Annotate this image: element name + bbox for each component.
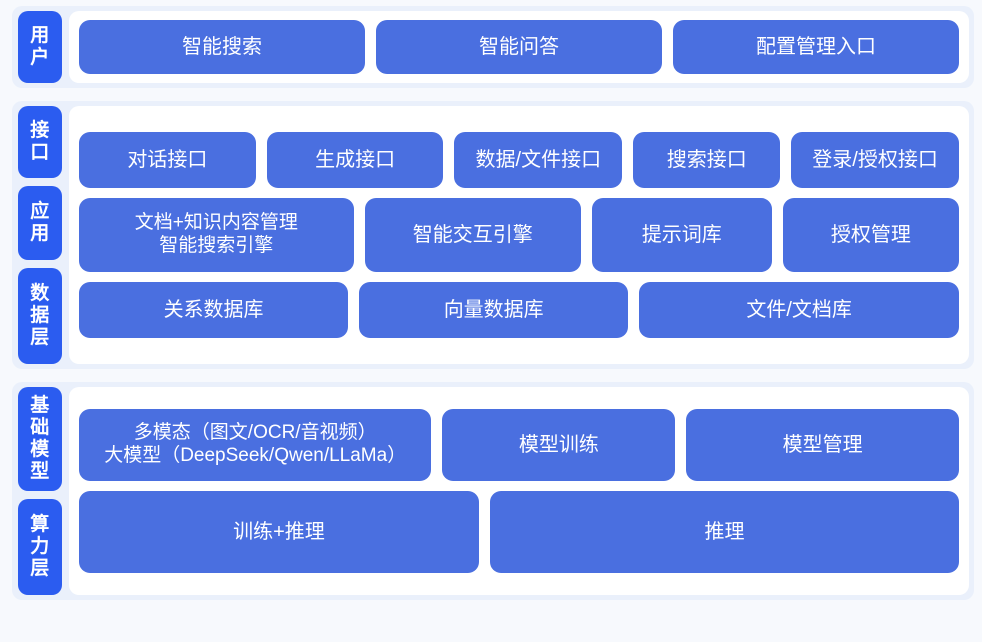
box-model-management[interactable]: 模型管理 [686, 409, 959, 481]
box-model-management-label: 模型管理 [782, 433, 863, 456]
card-platform: 对话接口 生成接口 数据/文件接口 搜索接口 登录/授权接口 文档+知识内容管理 [69, 106, 969, 364]
box-smart-interaction-engine-label: 智能交互引擎 [412, 223, 533, 246]
row-application: 文档+知识内容管理 智能搜索引擎 智能交互引擎 提示词库 授权管理 [79, 198, 959, 272]
box-inference[interactable]: 推理 [489, 491, 959, 573]
section-user: 用户 智能搜索 智能问答 配置管理入口 [12, 6, 974, 88]
layer-label-compute: 算力层 [18, 499, 62, 595]
box-config-management-entry-label: 配置管理入口 [756, 35, 876, 58]
box-relational-database-label: 关系数据库 [163, 298, 264, 321]
box-data-file-api[interactable]: 数据/文件接口 [454, 132, 623, 188]
label-column-user: 用户 [12, 6, 62, 88]
layer-label-user: 用户 [18, 11, 62, 83]
box-search-api-label: 搜索接口 [666, 148, 747, 171]
row-foundation-model: 多模态（图文/OCR/音视频） 大模型（DeepSeek/Qwen/LLaMa）… [79, 409, 959, 481]
row-compute: 训练+推理 推理 [79, 491, 959, 573]
box-config-management-entry[interactable]: 配置管理入口 [673, 20, 959, 74]
box-data-file-api-label: 数据/文件接口 [475, 148, 602, 171]
layer-label-application-text: 应用 [30, 200, 50, 244]
card-user: 智能搜索 智能问答 配置管理入口 [69, 11, 969, 83]
row-data: 关系数据库 向量数据库 文件/文档库 [79, 282, 959, 338]
box-login-auth-api-label: 登录/授权接口 [812, 148, 938, 171]
box-smart-search-label: 智能搜索 [182, 35, 262, 58]
box-authorization-management[interactable]: 授权管理 [782, 198, 959, 272]
box-doc-knowledge-management[interactable]: 文档+知识内容管理 智能搜索引擎 [79, 198, 354, 272]
layer-label-data: 数据层 [18, 268, 62, 364]
box-inference-label: 推理 [704, 520, 745, 543]
row-user-entries: 智能搜索 智能问答 配置管理入口 [79, 20, 959, 74]
box-prompt-library-label: 提示词库 [641, 223, 722, 246]
box-multimodal-large-model-line1: 多模态（图文/OCR/音视频） [133, 422, 377, 444]
box-model-training[interactable]: 模型训练 [442, 409, 676, 481]
box-file-document-store-label: 文件/文档库 [746, 298, 852, 321]
box-prompt-library[interactable]: 提示词库 [591, 198, 772, 272]
layer-label-user-text: 用户 [30, 24, 50, 68]
box-dialog-api[interactable]: 对话接口 [79, 132, 256, 188]
label-column-model: 基础模型 算力层 [12, 382, 62, 600]
box-authorization-management-label: 授权管理 [830, 223, 911, 246]
box-multimodal-large-model-line2: 大模型（DeepSeek/Qwen/LLaMa） [104, 445, 407, 466]
layer-label-data-text: 数据层 [30, 282, 50, 349]
box-generation-api[interactable]: 生成接口 [266, 132, 444, 188]
box-doc-knowledge-management-line1: 文档+知识内容管理 [134, 212, 298, 234]
box-smart-interaction-engine[interactable]: 智能交互引擎 [364, 198, 581, 272]
layer-label-interface-text: 接口 [30, 119, 50, 163]
box-relational-database[interactable]: 关系数据库 [79, 282, 349, 338]
layer-label-application: 应用 [18, 186, 62, 260]
row-interface: 对话接口 生成接口 数据/文件接口 搜索接口 登录/授权接口 [79, 132, 959, 188]
box-dialog-api-label: 对话接口 [127, 148, 208, 171]
box-vector-database-label: 向量数据库 [443, 298, 544, 321]
box-login-auth-api[interactable]: 登录/授权接口 [791, 132, 959, 188]
layer-label-interface: 接口 [18, 106, 62, 178]
label-column-platform: 接口 应用 数据层 [12, 101, 62, 369]
box-model-training-label: 模型训练 [518, 433, 599, 456]
section-model: 基础模型 算力层 多模态（图文/OCR/音视频） 大模型（DeepSeek/Qw… [12, 382, 974, 600]
section-platform: 接口 应用 数据层 对话接口 生成接口 数据/文件接口 [12, 101, 974, 369]
layer-label-foundation-model: 基础模型 [18, 387, 62, 491]
box-search-api[interactable]: 搜索接口 [633, 132, 781, 188]
box-smart-search[interactable]: 智能搜索 [79, 20, 365, 74]
box-multimodal-large-model[interactable]: 多模态（图文/OCR/音视频） 大模型（DeepSeek/Qwen/LLaMa） [79, 409, 432, 481]
layer-label-compute-text: 算力层 [30, 513, 50, 580]
box-generation-api-label: 生成接口 [315, 148, 396, 171]
card-model: 多模态（图文/OCR/音视频） 大模型（DeepSeek/Qwen/LLaMa）… [69, 387, 969, 595]
box-training-inference[interactable]: 训练+推理 [79, 491, 479, 573]
box-file-document-store[interactable]: 文件/文档库 [639, 282, 959, 338]
box-training-inference-label: 训练+推理 [233, 520, 325, 543]
box-smart-qa-label: 智能问答 [479, 35, 559, 58]
box-doc-knowledge-management-line2: 智能搜索引擎 [159, 235, 274, 256]
box-smart-qa[interactable]: 智能问答 [376, 20, 662, 74]
layer-label-foundation-model-text: 基础模型 [30, 394, 50, 483]
box-vector-database[interactable]: 向量数据库 [359, 282, 629, 338]
